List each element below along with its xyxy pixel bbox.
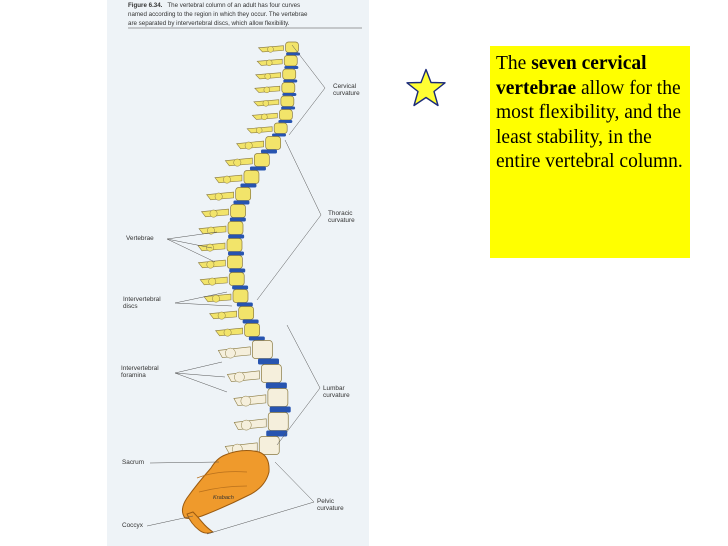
- thoracic-facet-17: [212, 294, 220, 303]
- thoracic-vertebra-12: [230, 204, 246, 218]
- vertebral-column-illustration: [128, 27, 362, 535]
- intervertebral-disc-7: [272, 133, 286, 137]
- figure-caption-number: Figure 6.34.: [128, 2, 163, 9]
- intervertebral-disc-11: [233, 200, 250, 205]
- thoracic-vertebra-10: [243, 170, 260, 184]
- thoracic-vertebra-9: [253, 153, 270, 167]
- intervertebral-disc-20: [258, 358, 279, 365]
- thoracic-facet-15: [206, 260, 215, 269]
- lumbar-vertebra-23: [267, 412, 289, 431]
- thoracic-facet-18: [217, 311, 226, 320]
- thoracic-facet-8: [244, 141, 253, 150]
- thoracic-facet-12: [209, 209, 218, 218]
- cervical-facet-3: [264, 73, 271, 80]
- label-coccyx: Coccyx: [122, 522, 143, 529]
- callout-bold-text: seven cervical vertebrae: [496, 53, 647, 99]
- intervertebral-disc-14: [228, 251, 244, 256]
- cervical-facet-1: [267, 46, 274, 53]
- lumbar-vertebra-20: [251, 340, 273, 359]
- intervertebral-disc-12: [229, 217, 246, 222]
- lumbar-facet-21: [234, 371, 245, 383]
- thoracic-facet-16: [208, 277, 217, 286]
- cervical-facet-7: [255, 127, 263, 134]
- thoracic-facet-10: [223, 175, 231, 184]
- cervical-vertebra-2: [283, 55, 298, 67]
- star-icon: [406, 68, 446, 107]
- lumbar-facet-22: [240, 395, 252, 407]
- sacrum-bone: [181, 450, 270, 519]
- cervical-facet-5: [262, 100, 270, 107]
- cervical-facet-2: [266, 59, 273, 67]
- label-vertebrae: Vertebrae: [126, 235, 154, 242]
- cervical-vertebra-6: [279, 109, 293, 121]
- thoracic-vertebra-16: [228, 272, 245, 286]
- info-callout-box: The seven cervical vertebrae allow for t…: [490, 46, 690, 258]
- intervertebral-disc-4: [282, 93, 297, 96]
- callout-rest: allow for the most flexibility, and the …: [496, 77, 683, 173]
- intervertebral-disc-13: [228, 234, 245, 239]
- intervertebral-disc-8: [261, 149, 277, 154]
- intervertebral-disc-2: [284, 66, 299, 69]
- intervertebral-disc-23: [266, 430, 288, 437]
- artist-signature: Krabach: [213, 495, 234, 501]
- intervertebral-disc-9: [249, 166, 266, 171]
- figure-caption-text-1: The vertebral column of an adult has fou…: [167, 2, 301, 9]
- thoracic-facet-9: [233, 158, 242, 167]
- leader-lines: [146, 44, 326, 535]
- callout-prefix: The: [496, 53, 532, 74]
- intervertebral-disc-17: [236, 302, 253, 307]
- spine-figure-panel: Figure 6.34. The vertebral column of an a…: [107, 0, 369, 546]
- thoracic-vertebra-11: [235, 187, 252, 201]
- cervical-facet-6: [261, 113, 268, 121]
- intervertebral-disc-15: [229, 268, 246, 273]
- cervical-vertebra-5: [280, 95, 295, 107]
- lumbar-vertebra-24: [258, 436, 280, 455]
- cervical-vertebra-7: [273, 122, 288, 134]
- intervertebral-disc-6: [278, 120, 293, 123]
- cervical-vertebra-4: [281, 82, 296, 94]
- thoracic-vertebra-18: [238, 306, 255, 320]
- intervertebral-disc-18: [242, 319, 259, 324]
- cervical-facet-4: [263, 86, 271, 94]
- lumbar-facet-23: [240, 419, 252, 431]
- figure-caption-line-2: named according to the region in which t…: [128, 11, 308, 18]
- intervertebral-disc-10: [240, 183, 257, 188]
- thoracic-facet-19: [223, 328, 232, 337]
- lumbar-vertebra-21: [261, 364, 282, 383]
- intervertebral-disc-3: [283, 79, 298, 83]
- thoracic-vertebra-19: [244, 323, 260, 337]
- lumbar-vertebra-22: [267, 388, 289, 407]
- cervical-vertebra-3: [282, 68, 297, 80]
- spine-vertebrae-group: [197, 41, 301, 455]
- figure-caption-line-1: Figure 6.34. The vertebral column of an a…: [128, 2, 300, 9]
- lumbar-facet-20: [225, 347, 236, 359]
- intervertebral-disc-16: [232, 285, 249, 290]
- intervertebral-disc-5: [281, 106, 296, 110]
- intervertebral-disc-19: [248, 336, 265, 341]
- intervertebral-disc-21: [265, 382, 287, 389]
- thoracic-vertebra-13: [227, 221, 244, 235]
- figure-caption-line-3: are separated by intervertebral discs, w…: [128, 20, 290, 27]
- intervertebral-disc-22: [269, 406, 291, 413]
- thoracic-vertebra-17: [232, 289, 249, 303]
- thoracic-vertebra-14: [226, 238, 243, 252]
- thoracic-vertebra-15: [227, 255, 243, 269]
- thoracic-vertebra-8: [265, 136, 282, 150]
- thoracic-facet-11: [214, 192, 223, 201]
- intervertebral-disc-1: [286, 52, 301, 56]
- label-sacrum: Sacrum: [122, 459, 145, 466]
